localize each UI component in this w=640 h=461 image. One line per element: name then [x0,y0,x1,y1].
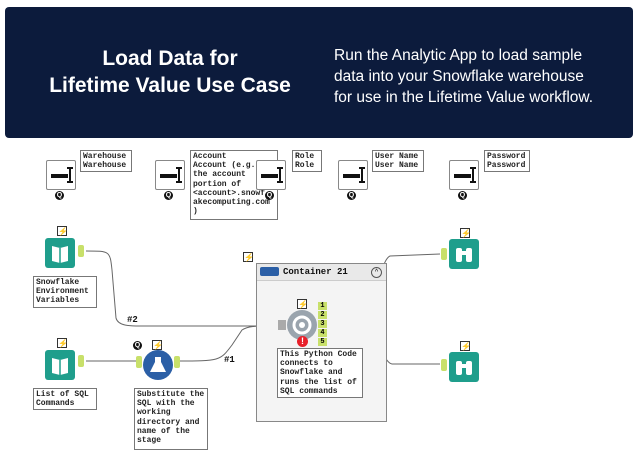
lightning-icon: ⚡ [57,338,68,348]
wire-env-to-python [85,250,270,327]
text-box-icon[interactable] [449,160,479,190]
annotation-note: Password Password [484,150,530,172]
banner-title: Load Data for Lifetime Value Use Case [25,45,315,99]
banner-desc-line-2: data into your Snowflake warehouse [334,68,584,85]
lightning-icon: ⚡ [152,340,163,350]
output-anchor[interactable] [78,355,84,367]
banner-desc-line-1: Run the Analytic App to load sample [334,47,583,64]
output-anchor-4[interactable]: 4 [318,329,327,337]
binoculars-icon[interactable] [449,239,479,269]
lightning-icon: ⚡ [460,228,471,238]
container-header[interactable]: Container 21 ^ [257,264,386,281]
banner-title-line-2: Lifetime Value Use Case [49,74,291,97]
binoculars-icon[interactable] [449,352,479,382]
output-anchor-5[interactable]: 5 [318,338,327,346]
output-anchor-2[interactable]: 2 [318,311,327,319]
question-icon: Q [347,191,356,200]
annotation-note: Role Role [292,150,322,172]
lightning-icon: ⚡ [243,252,254,262]
text-box-icon[interactable] [338,160,368,190]
output-anchor[interactable] [174,356,180,368]
annotation-note: User Name User Name [372,150,424,172]
banner-description: Run the Analytic App to load sample data… [334,45,624,108]
lightning-icon: ⚡ [297,299,308,309]
output-anchor-3[interactable]: 3 [318,320,327,328]
lightning-icon: ⚡ [57,226,68,236]
output-anchor[interactable] [78,245,84,257]
annotation-note: Substitute the SQL with the working dire… [134,388,208,450]
text-box-icon[interactable] [256,160,286,190]
connection-label: #1 [224,355,235,365]
output-anchors[interactable]: 1 2 3 4 5 [318,302,327,347]
input-anchor[interactable] [441,359,447,371]
connection-label: #2 [127,315,138,325]
collapse-icon[interactable]: ^ [371,267,382,278]
lightning-icon: ⚡ [460,341,471,351]
annotation-note: This Python Code connects to Snowflake a… [277,348,363,398]
error-icon: ! [297,336,308,347]
input-anchor[interactable] [136,356,142,368]
question-icon: Q [265,191,274,200]
container-toggle[interactable] [260,267,279,276]
question-icon: Q [164,191,173,200]
question-icon: Q [55,191,64,200]
text-box-icon[interactable] [155,160,185,190]
python-gear-icon[interactable] [287,310,317,340]
annotation-note: List of SQL Commands [33,388,97,410]
question-icon: Q [133,341,142,350]
annotation-note: Snowflake Environment Variables [33,276,97,308]
annotation-note: Warehouse Warehouse [80,150,132,172]
output-anchor-1[interactable]: 1 [318,302,327,310]
header-banner: Load Data for Lifetime Value Use Case Ru… [5,7,633,138]
text-box-icon[interactable] [46,160,76,190]
book-icon[interactable] [45,350,75,380]
container-title: Container 21 [283,267,348,277]
formula-flask-icon[interactable] [143,350,173,380]
input-anchor[interactable] [441,248,447,260]
banner-desc-line-3: for use in the Lifetime Value workflow. [334,89,594,106]
question-icon: Q [458,191,467,200]
banner-title-line-1: Load Data for [102,47,238,70]
input-anchor[interactable] [278,320,286,330]
book-icon[interactable] [45,238,75,268]
